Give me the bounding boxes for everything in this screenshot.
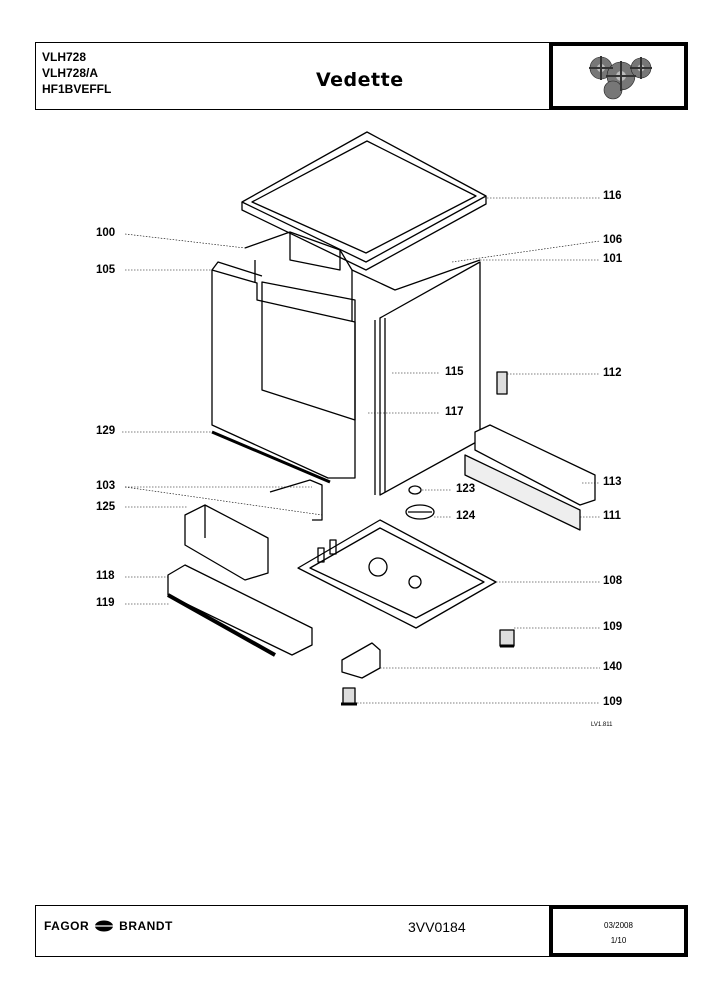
leader-lines (122, 197, 601, 704)
document-code: 3VV0184 (408, 919, 466, 935)
model-name: VLH728 (42, 50, 87, 64)
drawing-reference: LV1.811 (591, 722, 613, 728)
gears-icon (589, 56, 652, 100)
brand-left: FAGOR (44, 919, 90, 933)
part-label-129: 129 (96, 425, 116, 437)
part-label-109: 109 (603, 621, 623, 633)
door-part (211, 261, 356, 479)
document-date: 03/2008 (604, 921, 633, 930)
dispenser-part (184, 504, 269, 581)
part-label-118: 118 (96, 570, 115, 582)
part-label-109: 109 (603, 696, 623, 708)
front-panel-part (167, 564, 313, 657)
part-label-116: 116 (603, 190, 622, 202)
part-label-140: 140 (603, 661, 623, 673)
manufacturer-logo: FAGOR BRANDT (44, 919, 173, 933)
brand-right: BRANDT (119, 919, 173, 933)
model-name: VLH728/A (42, 66, 99, 80)
part-label-123: 123 (456, 483, 476, 495)
part-label-125: 125 (96, 501, 116, 513)
date-page-box: 03/2008 1/10 (549, 905, 688, 957)
part-label-113: 113 (603, 476, 622, 488)
part-label-103: 103 (96, 480, 116, 492)
gear-logo-box (549, 42, 688, 110)
model-list: VLH728 VLH728/A HF1BVEFFL (42, 49, 111, 97)
part-label-106: 106 (603, 234, 623, 246)
fagor-brandt-icon (95, 920, 114, 932)
part-label-115: 115 (445, 366, 464, 378)
brand-logo: Vedette (316, 69, 404, 91)
worktop-part (241, 131, 487, 271)
base-tray-part (297, 519, 497, 629)
footer-frame: FAGOR BRANDT 3VV0184 03/2008 1/10 (35, 905, 688, 957)
part-label-119: 119 (96, 597, 115, 609)
part-label-108: 108 (603, 575, 623, 587)
part-label-111: 111 (603, 510, 621, 522)
part-label-101: 101 (603, 253, 623, 265)
part-label-105: 105 (96, 264, 116, 276)
header-frame: VLH728 VLH728/A HF1BVEFFL Vedette (35, 42, 688, 110)
part-label-117: 117 (445, 406, 464, 418)
part-label-112: 112 (603, 367, 622, 379)
plinth-rail-part (464, 424, 596, 531)
model-name: HF1BVEFFL (42, 82, 112, 96)
page-number: 1/10 (610, 936, 627, 945)
part-label-124: 124 (456, 510, 476, 522)
part-label-100: 100 (96, 227, 116, 239)
